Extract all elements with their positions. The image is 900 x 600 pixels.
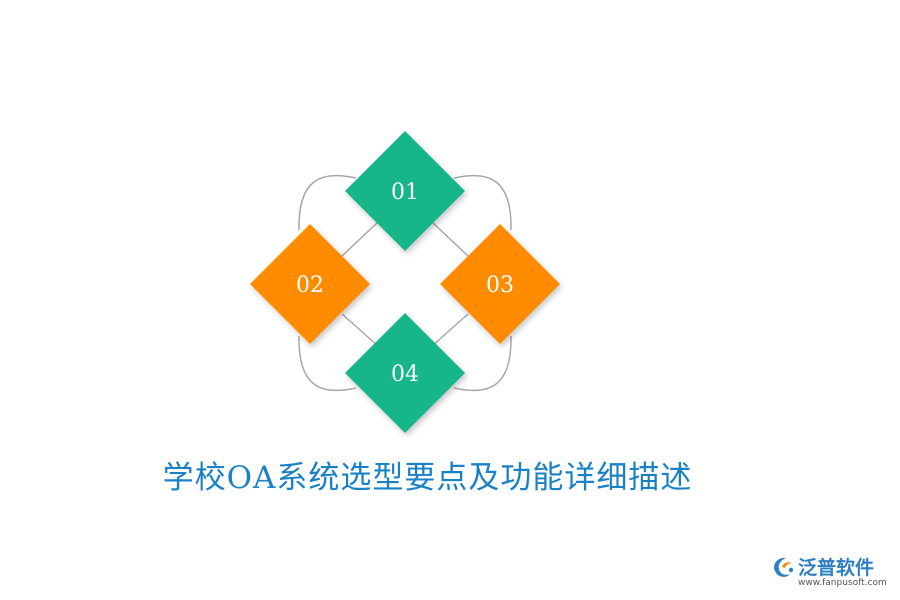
diamond-02: 02 <box>250 224 370 344</box>
diamond-04: 04 <box>345 313 465 433</box>
diamond-01-label: 01 <box>391 180 419 205</box>
diamond-01-shape <box>345 131 465 251</box>
diamond-02-shape <box>250 224 370 344</box>
connector-inner-2 <box>431 221 469 257</box>
diamond-03-label: 03 <box>486 273 514 298</box>
logo-name: 泛普软件 <box>798 557 875 579</box>
logo-url: www.fanpusoft.com <box>798 578 887 588</box>
diamond-03: 03 <box>440 224 560 344</box>
connector-bottom-left <box>298 335 357 392</box>
brand-logo: 泛普软件 www.fanpusoft.com <box>770 552 895 592</box>
diamond-04-label: 04 <box>391 362 419 387</box>
diamond-02-label: 02 <box>296 273 324 298</box>
connector-top-left <box>298 174 357 231</box>
diamond-01: 01 <box>345 131 465 251</box>
connector-loops <box>298 174 512 392</box>
diamond-03-shape <box>440 224 560 344</box>
connector-top-right <box>453 174 512 231</box>
diamond-04-shape <box>345 313 465 433</box>
connector-inner-1 <box>341 221 379 257</box>
connector-bottom-right <box>453 335 512 392</box>
connector-inner-4 <box>431 313 469 347</box>
fanpu-logo-icon <box>774 557 794 577</box>
page-title: 学校OA系统选型要点及功能详细描述 <box>162 460 693 496</box>
connector-inner-3 <box>341 313 379 347</box>
